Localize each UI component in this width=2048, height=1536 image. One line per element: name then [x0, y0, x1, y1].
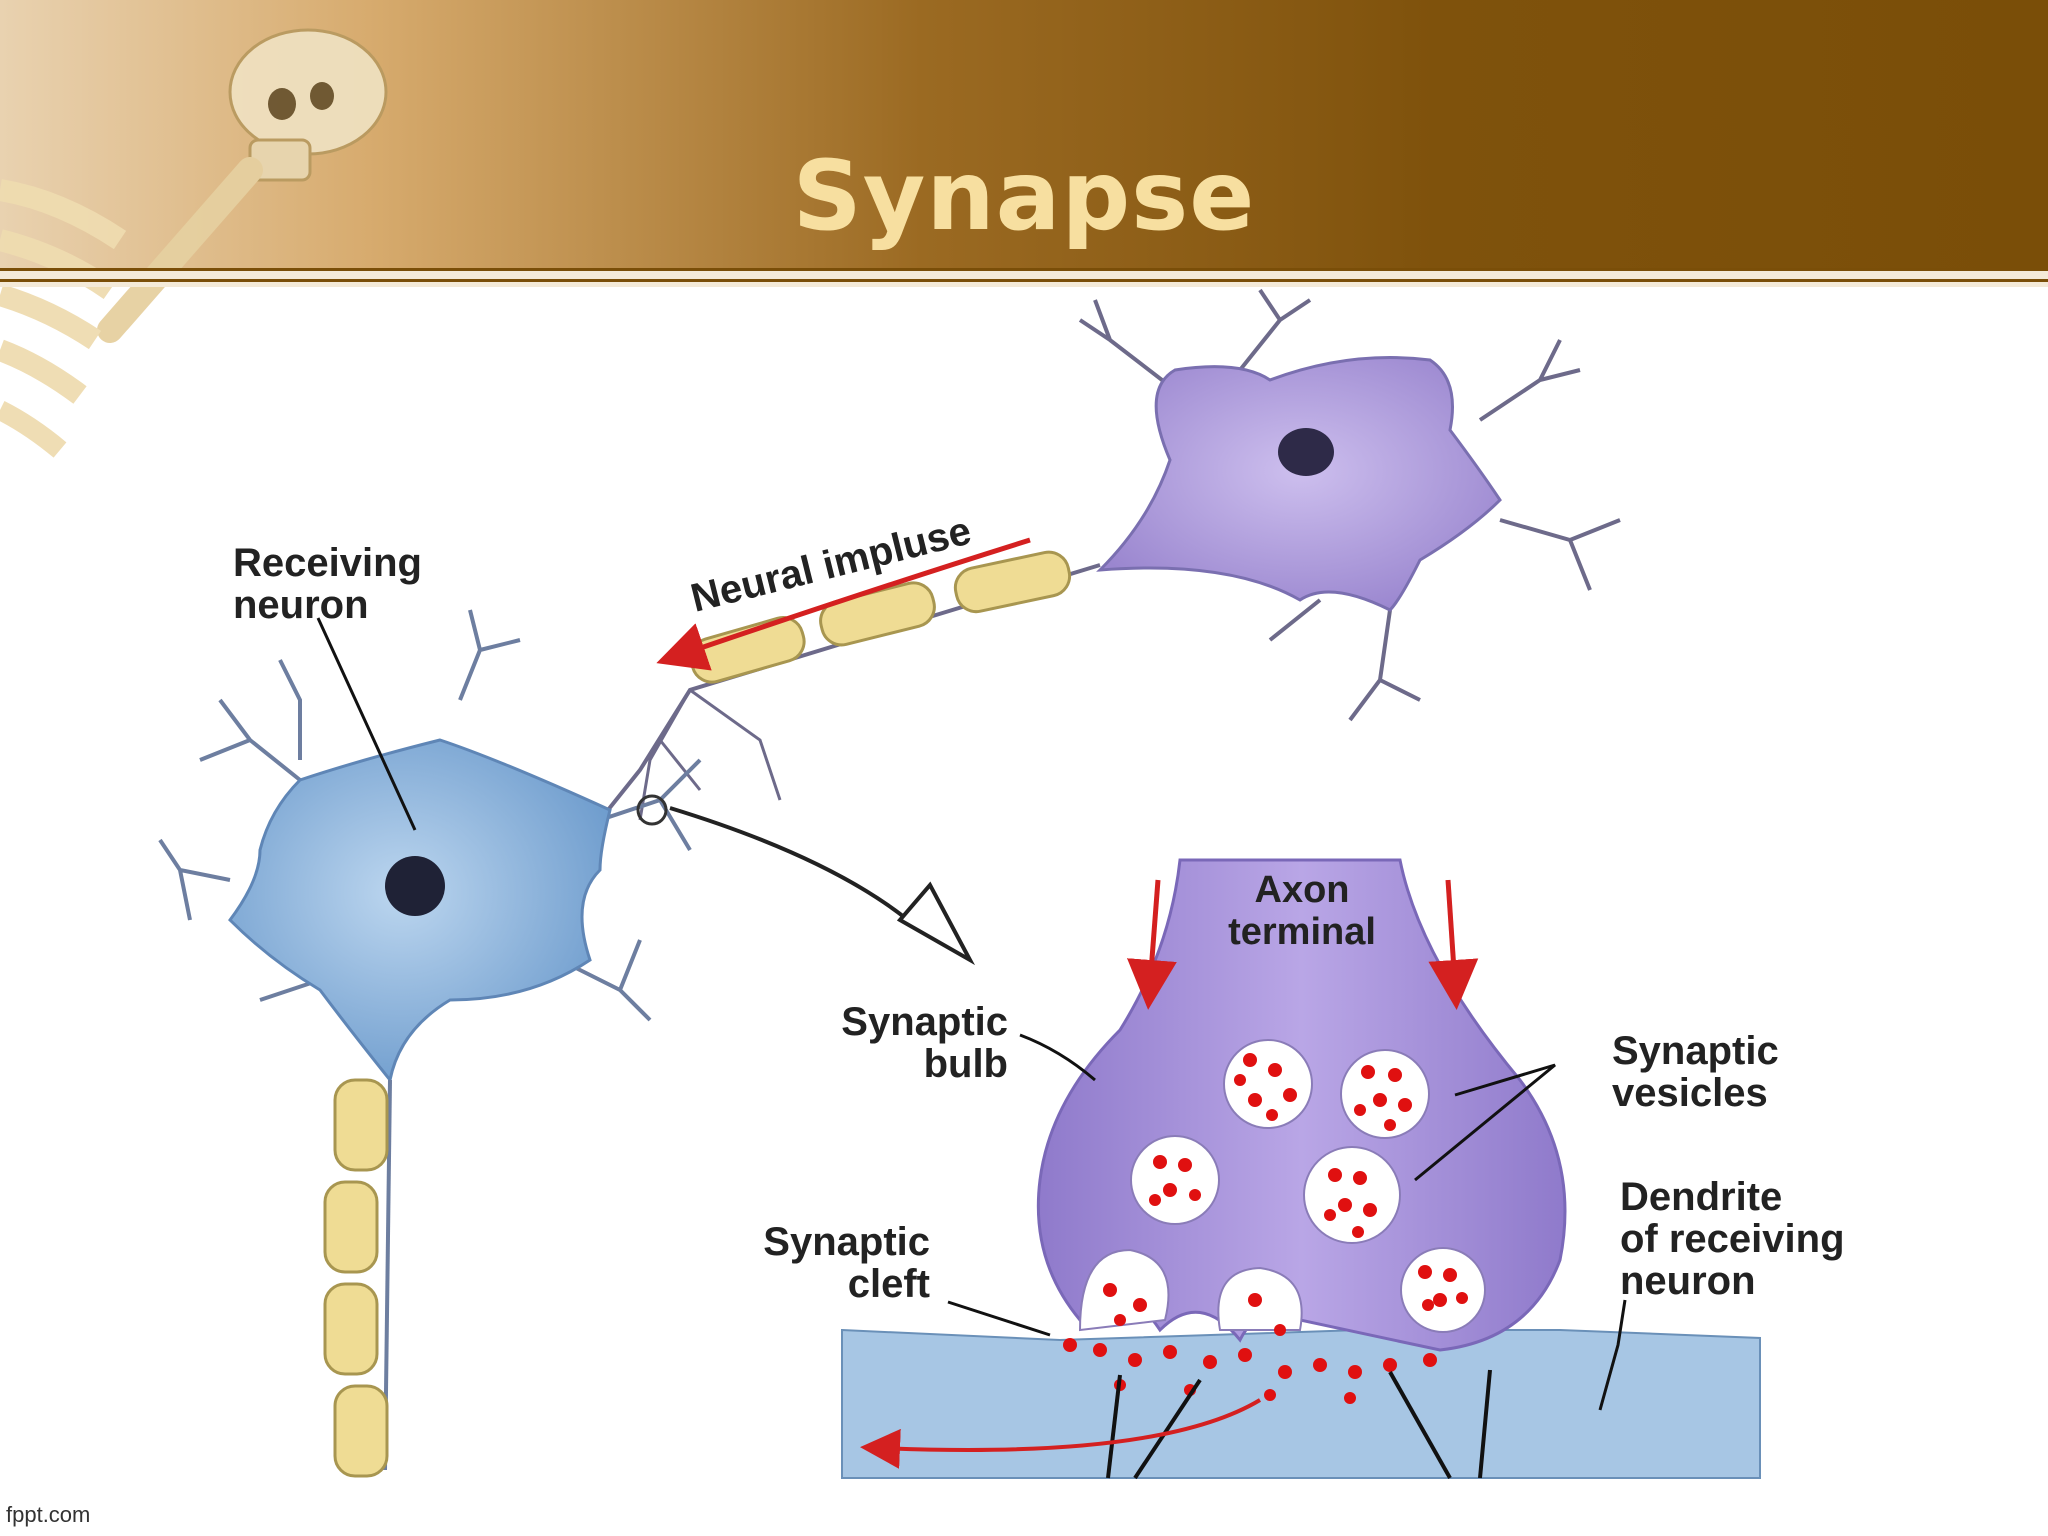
- label-synaptic-bulb: Synaptic bulb: [841, 1000, 1008, 1086]
- label-synaptic-bulb-line1: Synaptic: [841, 1000, 1008, 1044]
- label-dendrite: Dendrite of receiving neuron: [1620, 1175, 1845, 1303]
- slide-header-banner: Synapse: [0, 0, 2048, 458]
- neurotransmitters: [1063, 1053, 1468, 1404]
- vesicle: [1130, 1135, 1220, 1225]
- dendrite-receiving: [841, 1328, 1761, 1479]
- label-synaptic-bulb-line2: bulb: [924, 1042, 1008, 1086]
- label-receiving-neuron-line2: neuron: [233, 583, 369, 627]
- vesicle-fusing: [1078, 1248, 1170, 1332]
- label-axon-terminal: Axon terminal: [1228, 869, 1376, 953]
- neural-impulse-arrow: [656, 537, 1031, 671]
- label-receiving-neuron-line1: Receiving: [233, 541, 422, 585]
- skeleton-decoration: [0, 28, 388, 458]
- label-synaptic-cleft-line2: cleft: [848, 1262, 930, 1306]
- vesicle: [1400, 1247, 1486, 1333]
- receiving-axon-myelin: [323, 1078, 389, 1478]
- label-axon-terminal-line1: Axon: [1255, 869, 1350, 911]
- label-dendrite-line1: Dendrite: [1620, 1175, 1782, 1219]
- footer-credit: fppt.com: [6, 1502, 91, 1527]
- label-synaptic-vesicles-line1: Synaptic: [1612, 1029, 1779, 1073]
- terminal-arrow-left: [1126, 879, 1177, 1010]
- header-divider: [0, 268, 2048, 287]
- label-synaptic-vesicles: Synaptic vesicles: [1612, 1029, 1779, 1115]
- label-synaptic-cleft-line1: Synaptic: [763, 1220, 930, 1264]
- slide-title: Synapse: [792, 140, 1256, 252]
- label-receiving-neuron: Receiving neuron: [233, 541, 422, 627]
- label-axon-terminal-line2: terminal: [1228, 911, 1376, 953]
- zoom-arrow: [669, 806, 976, 966]
- receiving-neuron: [158, 609, 702, 1478]
- sending-neuron: [1078, 288, 1621, 722]
- terminal-arrow-right: [1428, 879, 1479, 1010]
- label-synaptic-vesicles-line2: vesicles: [1612, 1071, 1768, 1115]
- label-dendrite-line3: neuron: [1620, 1259, 1756, 1303]
- leader-lines: [316, 617, 1627, 1411]
- return-arrow: [860, 1398, 1262, 1469]
- label-dendrite-line2: of receiving: [1620, 1217, 1845, 1261]
- receptor-lines: [1106, 1369, 1492, 1480]
- vesicle: [1303, 1146, 1401, 1244]
- label-synaptic-cleft: Synaptic cleft: [763, 1220, 930, 1306]
- header-divider-line: [0, 279, 2048, 282]
- sending-axon: [598, 550, 1101, 822]
